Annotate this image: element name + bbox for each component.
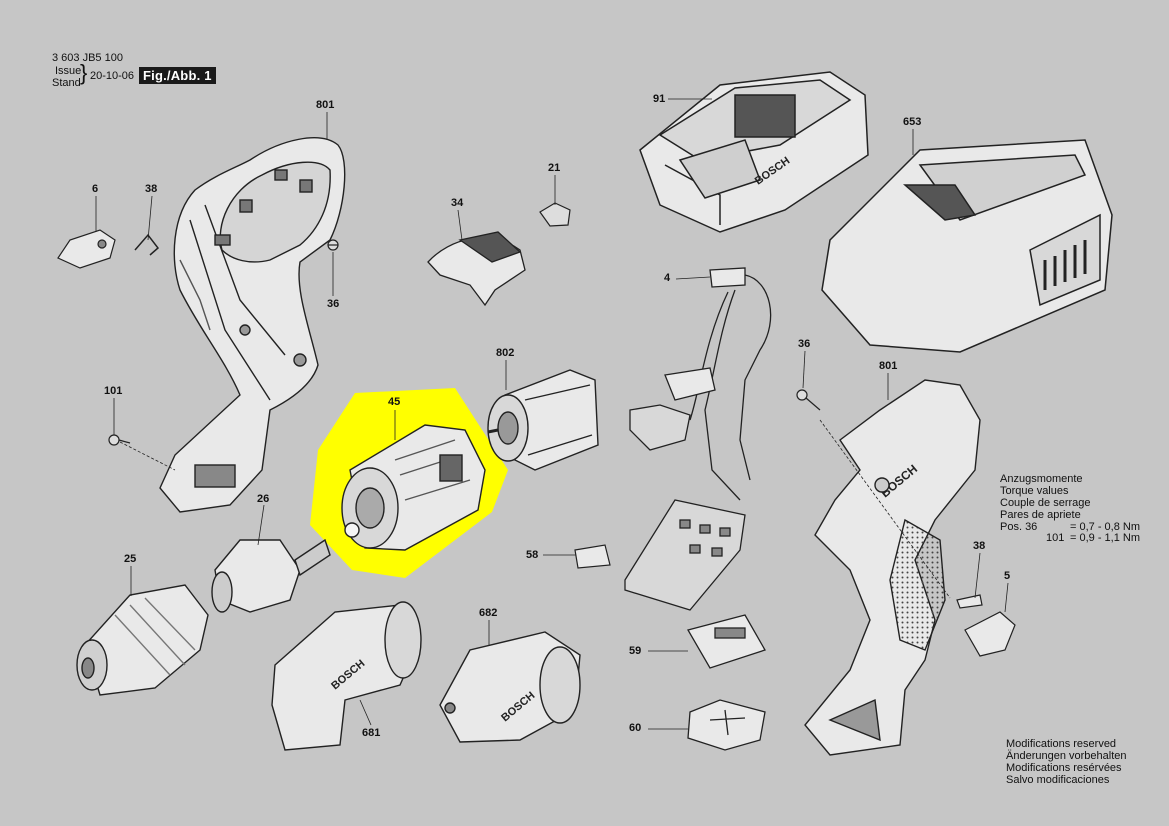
part-number-802[interactable]: 802 [496, 347, 515, 359]
document-number: 3 603 JB5 100 [52, 52, 123, 64]
part-number-101[interactable]: 101 [104, 385, 123, 397]
part-number-59[interactable]: 59 [629, 645, 642, 657]
spring-38-left[interactable] [134, 233, 160, 256]
housing-half-left[interactable] [159, 137, 346, 513]
torque-row1-label: Pos. 36 [1000, 521, 1038, 533]
part-number-91[interactable]: 91 [653, 93, 666, 105]
note-en: Modifications reserved [1006, 738, 1117, 750]
leader-lines [95, 98, 1009, 730]
torque-row2-label: 101 [1046, 532, 1065, 544]
part-number-45[interactable]: 45 [388, 396, 401, 408]
switch-cover-6[interactable] [57, 229, 116, 269]
motor-802[interactable] [487, 369, 599, 471]
charger-653[interactable] [821, 139, 1113, 353]
chuck-25[interactable] [76, 584, 209, 696]
figure-label: Fig./Abb. 1 [139, 67, 216, 84]
switch-cover-5[interactable] [964, 611, 1016, 657]
part-number-38-left[interactable]: 38 [145, 183, 158, 195]
part-number-34[interactable]: 34 [451, 197, 464, 209]
part-number-5[interactable]: 5 [1004, 570, 1011, 582]
part-number-21[interactable]: 21 [548, 162, 561, 174]
gearbox-45[interactable] [341, 424, 486, 551]
housing-half-right[interactable]: BOSCH [804, 379, 981, 756]
eccentric-attachment-682[interactable]: BOSCH [439, 631, 581, 743]
screw-36-left[interactable] [327, 239, 339, 251]
part-number-653[interactable]: 653 [903, 116, 922, 128]
part-number-36-right[interactable]: 36 [798, 338, 811, 350]
torque-row1-value: = 0,7 - 0,8 Nm [1070, 521, 1141, 533]
part-number-682[interactable]: 682 [479, 607, 498, 619]
issue-label: Issue [55, 65, 82, 77]
part-number-25[interactable]: 25 [124, 553, 137, 565]
torque-title-fr: Couple de serrage [1000, 497, 1091, 509]
part-number-801-left[interactable]: 801 [316, 99, 335, 111]
note-de: Änderungen vorbehalten [1006, 750, 1127, 762]
knob-21[interactable] [539, 202, 571, 227]
torque-title-en: Torque values [1000, 485, 1069, 497]
torque-title-de: Anzugsmomente [1000, 473, 1083, 485]
part-number-60[interactable]: 60 [629, 722, 642, 734]
screw-36-right[interactable] [796, 389, 821, 411]
header-brace: } [80, 60, 88, 85]
part-number-801-right[interactable]: 801 [879, 360, 898, 372]
cover-34[interactable] [427, 231, 526, 307]
part-number-58[interactable]: 58 [526, 549, 539, 561]
stand-label: Stand [52, 77, 81, 89]
part-number-38-right[interactable]: 38 [973, 540, 986, 552]
spring-38-right[interactable] [956, 594, 983, 609]
label-58[interactable] [574, 544, 611, 569]
part-number-681[interactable]: 681 [362, 727, 381, 739]
part-number-6[interactable]: 6 [92, 183, 99, 195]
note-fr: Modifications resérvées [1006, 762, 1122, 774]
part-number-36-left[interactable]: 36 [327, 298, 340, 310]
screw-101[interactable] [108, 434, 131, 446]
contact-plate-60[interactable] [687, 699, 766, 751]
part-number-4[interactable]: 4 [664, 272, 671, 284]
torque-title-es: Pares de apriete [1000, 509, 1081, 521]
clutch-26[interactable] [211, 538, 331, 613]
switch-assembly-4[interactable] [624, 267, 772, 611]
angle-attachment-681[interactable]: BOSCH [271, 601, 422, 751]
issue-date: 20-10-06 [90, 70, 135, 82]
battery-pack-91[interactable]: BOSCH [639, 71, 869, 233]
cover-59[interactable] [687, 614, 766, 669]
note-es: Salvo modificaciones [1006, 774, 1110, 786]
torque-row2-value: = 0,9 - 1,1 Nm [1070, 532, 1141, 544]
part-number-26[interactable]: 26 [257, 493, 270, 505]
